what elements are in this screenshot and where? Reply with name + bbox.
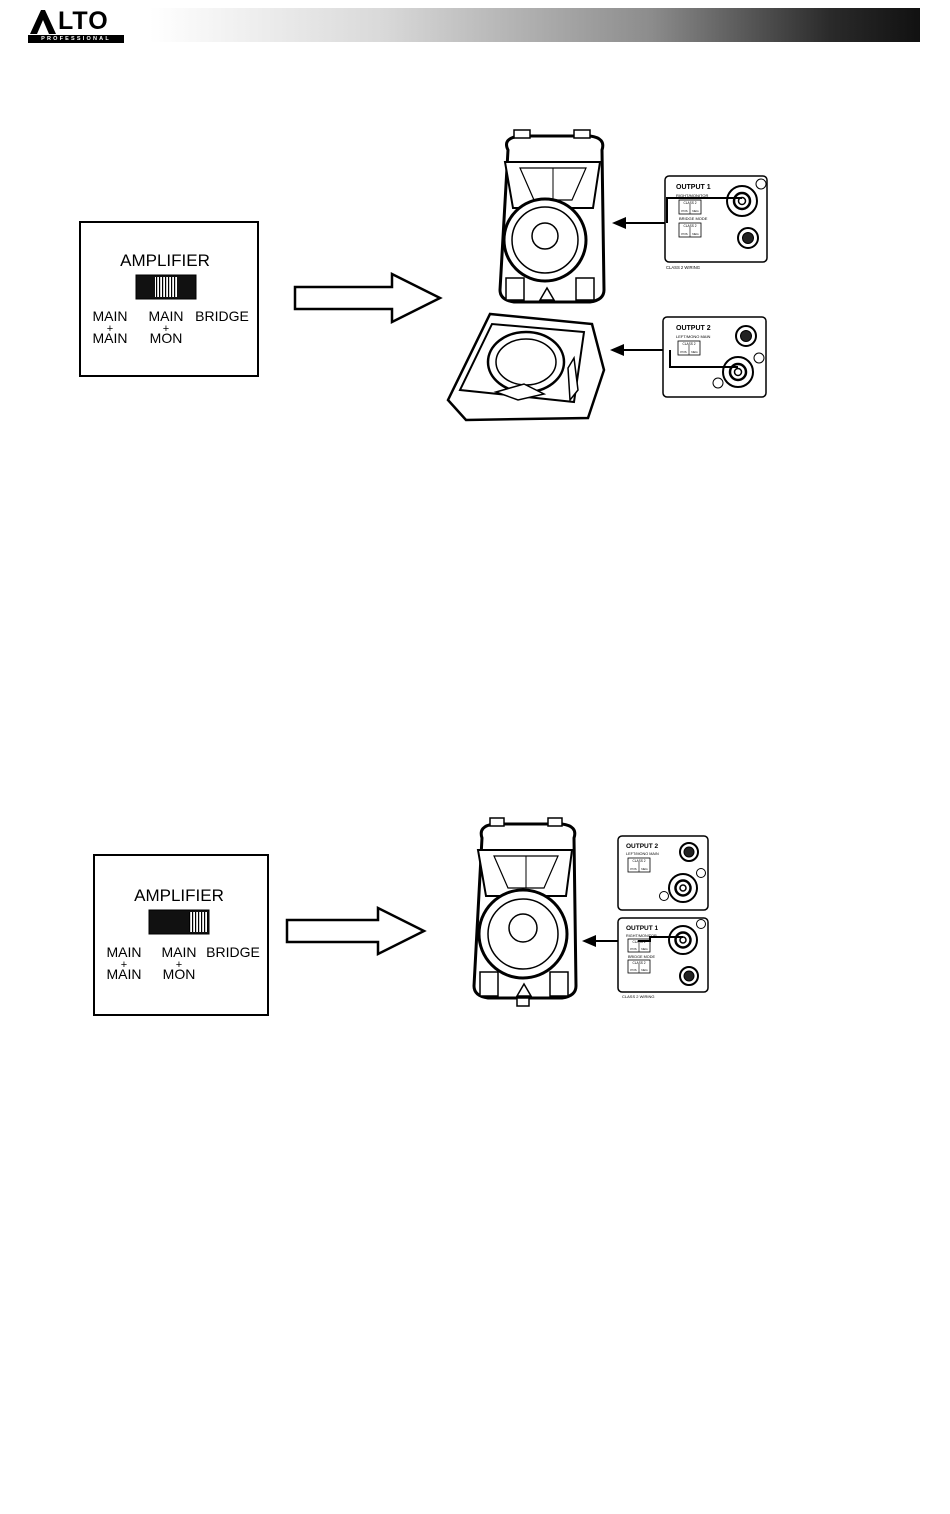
output-2-box-right: NEG	[641, 867, 648, 871]
output-2-panel: OUTPUT 2 LEFT/MONO MAIN CLASS 2 POS NEG	[662, 316, 767, 398]
label-main-main-bottom: MAIN	[107, 966, 142, 982]
output-2-box-title: CLASS 2	[682, 342, 695, 346]
label-main-main-plus: +	[121, 959, 127, 971]
speakon-jack-icon	[668, 925, 698, 955]
alto-logo: LTO PROFESSIONAL	[28, 9, 126, 43]
output-2-box-left: POS	[680, 350, 686, 354]
label-bridge: BRIDGE	[195, 308, 249, 324]
output-1-mode-left: POS	[681, 232, 687, 236]
output-2-panel: OUTPUT 2 LEFT/MONO MAIN CLASS 2 POS NEG	[617, 835, 709, 911]
output-1-panel: OUTPUT 1 RIGHT/MONITOR CLASS 2 POS NEG B…	[664, 175, 768, 270]
monitor-wedge-speaker-icon	[446, 312, 606, 422]
output-1-mode-box-title: CLASS 2	[683, 224, 696, 228]
output-1-subtitle: RIGHT/MONITOR	[626, 934, 657, 938]
direction-arrow-icon	[285, 905, 427, 957]
mode-switch[interactable]	[135, 274, 197, 300]
logo-wordmark: LTO	[58, 7, 109, 35]
label-main-mon-bottom: MON	[150, 330, 183, 346]
mount-hole-icon	[712, 377, 724, 389]
output-1-mode-label: BRIDGE MODE	[679, 216, 708, 221]
output-1-box-left: POS	[681, 209, 687, 213]
mount-hole-icon	[696, 919, 706, 929]
output-1-mode-right: NEG	[692, 232, 699, 236]
switch-title: AMPLIFIER	[134, 886, 224, 905]
output-1-title: OUTPUT 1	[676, 184, 711, 191]
logo-subtitle: PROFESSIONAL	[28, 35, 124, 43]
quarter-inch-jack-icon	[735, 325, 757, 347]
amplifier-switch-panel: AMPLIFIER MAIN + MAIN MAIN + MON BRIDGE	[79, 221, 259, 377]
mount-hole-icon	[755, 178, 767, 190]
label-bridge: BRIDGE	[206, 944, 260, 960]
label-main-mon-plus: +	[176, 959, 182, 971]
output-2-title: OUTPUT 2	[676, 325, 711, 332]
label-main-mon-bottom: MON	[163, 966, 196, 982]
output-1-mode-left: POS	[630, 968, 636, 972]
header-bar	[24, 8, 920, 42]
logo-a-mark-icon	[30, 10, 56, 34]
output-1-panel: OUTPUT 1 RIGHT/MONITOR CLASS 2 POS NEG B…	[617, 917, 709, 999]
output-1-box-left: POS	[630, 947, 636, 951]
output-1-box-right: NEG	[641, 947, 648, 951]
output-2-box-right: NEG	[691, 350, 698, 354]
output-1-box-title: CLASS 2	[683, 201, 696, 205]
output-1-subtitle: RIGHT/MONITOR	[676, 193, 708, 198]
main-speaker-icon	[498, 129, 606, 304]
output-2-box-left: POS	[630, 867, 636, 871]
mode-switch[interactable]	[148, 909, 210, 935]
quarter-inch-jack-icon	[737, 227, 759, 249]
speakon-jack-icon	[668, 873, 698, 903]
output-1-mode-right: NEG	[641, 968, 648, 972]
label-main-main-bottom: MAIN	[93, 330, 128, 346]
output-1-title: OUTPUT 1	[626, 925, 659, 932]
output-1-mode-box-title: CLASS 2	[632, 961, 645, 965]
label-main-main-top: MAIN	[93, 308, 128, 324]
amplifier-switch-panel: AMPLIFIER MAIN + MAIN MAIN + MON BRIDGE	[93, 854, 269, 1016]
output-2-box-title: CLASS 2	[632, 859, 645, 863]
diagram-bridge: AMPLIFIER MAIN + MAIN MAIN + MON BRIDGE	[93, 817, 709, 1016]
direction-arrow-icon	[293, 271, 443, 325]
label-main-mon-plus: +	[163, 323, 169, 335]
speakon-jack-icon	[726, 185, 758, 217]
label-main-main-plus: +	[107, 323, 113, 335]
label-main-mon-top: MAIN	[149, 308, 184, 324]
output-2-subtitle: LEFT/MONO MAIN	[676, 334, 711, 339]
output-1-mode-label: BRIDGE MODE	[628, 955, 655, 959]
quarter-inch-jack-icon	[679, 842, 699, 862]
switch-title: AMPLIFIER	[120, 251, 210, 270]
wire-arrow-output-1-icon	[612, 217, 667, 229]
main-speaker-icon	[472, 817, 578, 1007]
output-1-footer: CLASS 2 WIRING	[666, 265, 700, 270]
output-2-subtitle: LEFT/MONO MAIN	[626, 852, 659, 856]
mount-hole-icon	[753, 352, 765, 364]
label-main-main-top: MAIN	[107, 944, 142, 960]
label-main-mon-top: MAIN	[162, 944, 197, 960]
wire-arrow-output-2-icon	[610, 344, 670, 356]
output-1-footer: CLASS 2 WIRING	[622, 994, 654, 999]
diagram-main-mon: AMPLIFIER MAIN + MAIN MAIN + MON BRIDGE	[79, 129, 768, 422]
output-1-box-right: NEG	[692, 209, 699, 213]
mount-hole-icon	[659, 891, 669, 901]
quarter-inch-jack-icon	[679, 966, 699, 986]
mount-hole-icon	[696, 868, 706, 878]
output-2-title: OUTPUT 2	[626, 843, 659, 850]
speakon-jack-icon	[722, 356, 754, 388]
